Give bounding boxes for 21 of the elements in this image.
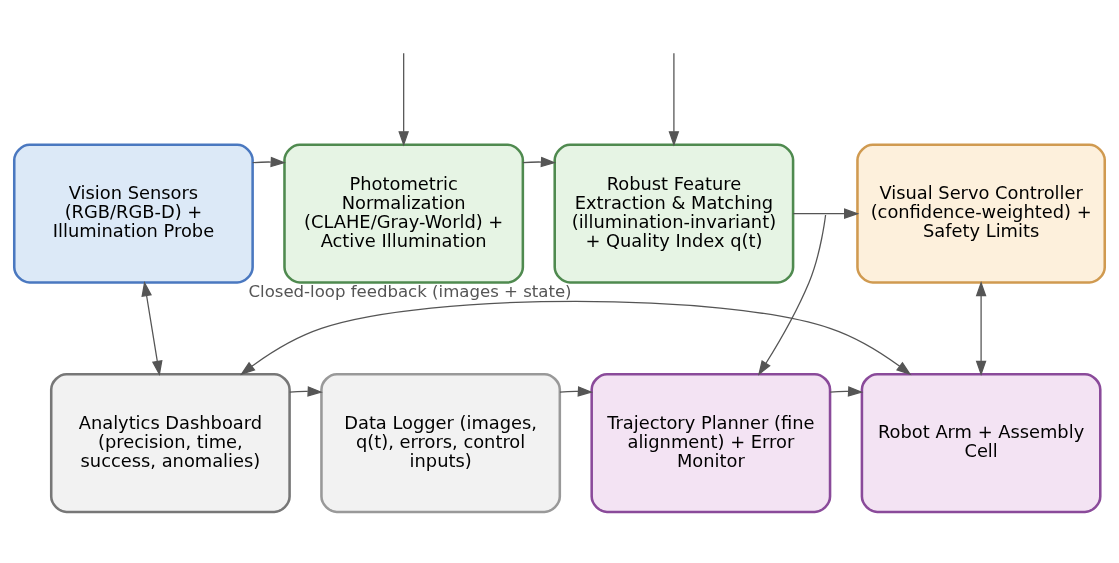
arrow [975,280,987,376]
arrow [668,52,680,147]
arrow [758,213,827,376]
edge-label: Closed-loop feedback (images + state) [248,281,572,301]
arrow [522,156,557,167]
node-box: Data Logger (images, q(t), errors, control inputs) [320,372,562,513]
node-box: Vision Sensors (RGB/RGB-D) + Illumination Probe [13,143,254,284]
arrow [829,385,864,397]
arrow [792,207,860,219]
node-box: Photometric Normalization (CLAHE/Gray-World) + Active Illumination [283,143,525,284]
node-box: Analytics Dashboard (precision, time, success, anomalies) [49,372,291,513]
node-box: Visual Servo Controller (confidence-weighted) + Safety Limits [856,143,1106,284]
node-box: Trajectory Planner (fine alignment) + Error Monitor [590,372,832,513]
node-box: Robust Feature Extraction & Matching (illumination-invariant) + Quality Index q(t) [553,143,795,284]
arrow [141,280,163,376]
arrow [240,300,912,375]
arrow [289,385,323,397]
arrow [252,156,286,167]
arrow [559,385,594,397]
node-box: Robot Arm + Assembly Cell [860,372,1102,513]
arrow [398,52,410,147]
